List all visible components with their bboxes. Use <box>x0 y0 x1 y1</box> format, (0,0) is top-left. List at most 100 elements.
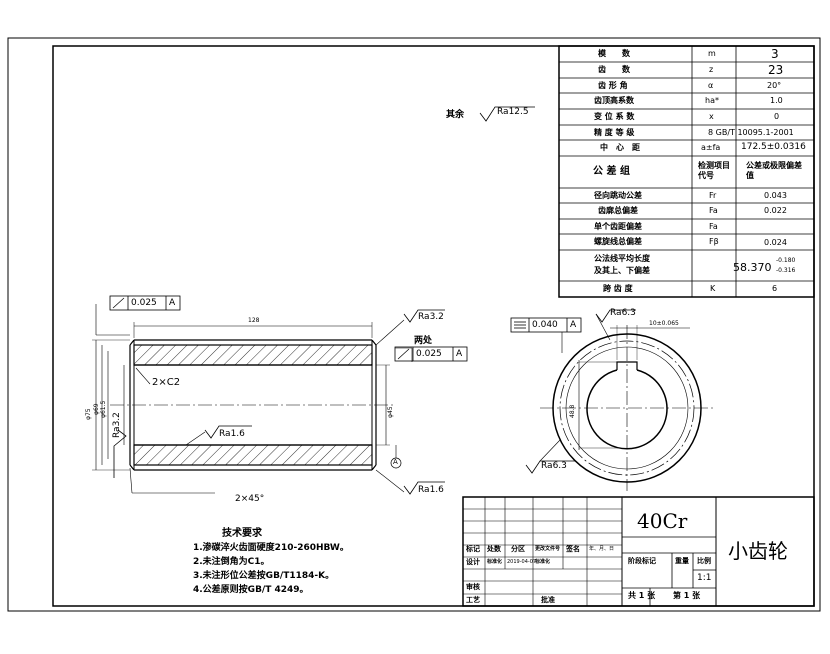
datum-a-label: A <box>393 458 398 466</box>
roughness-outer-top: Ra3.2 <box>418 312 444 322</box>
span-value: 58.370 <box>733 261 772 274</box>
param-symbol: m <box>708 49 716 58</box>
tolerance-frames <box>109 295 582 362</box>
span-lower-deviation: -0.316 <box>776 267 796 274</box>
tolerance-group-header: 公 差 组 <box>593 166 630 177</box>
param-name: 齿 数 <box>598 65 630 74</box>
tb-process-label: 工艺 <box>466 596 480 604</box>
runout-left-value: 0.025 <box>131 298 157 308</box>
tolerance-value: 0.043 <box>764 191 787 200</box>
param-name: 中 心 距 <box>600 143 640 152</box>
length-dimension: 128 <box>248 317 260 324</box>
tolerance-symbol: Fβ <box>709 237 719 246</box>
side-view <box>539 313 714 491</box>
tolerance-name: 螺旋线总偏差 <box>594 237 642 246</box>
tb-label-change-doc: 更改文件号 <box>535 546 561 552</box>
tolerance-name: 径向跳动公差 <box>594 191 642 200</box>
runout-left-datum: A <box>169 298 176 308</box>
tech-req-item: 2.未注倒角为C1。 <box>193 557 270 567</box>
tolerance-name: 单个齿距偏差 <box>594 222 642 231</box>
tb-label-mark: 标记 <box>466 545 480 553</box>
tb-scale-value: 1:1 <box>697 573 712 583</box>
param-value: 3 <box>771 47 779 61</box>
roughness-other-label: 其余 <box>446 110 465 120</box>
param-value: 1.0 <box>770 96 783 105</box>
parallel-tolerance-datum: A <box>570 320 577 330</box>
outer-chamfer-label: 2×45° <box>235 494 265 504</box>
tb-standardization: 标准化 <box>535 559 551 565</box>
tech-req-item: 3.未注形位公差按GB/T1184-K。 <box>193 571 335 581</box>
param-symbol: a±fa <box>701 143 721 152</box>
tolerance-symbol: Fa <box>709 206 718 215</box>
tb-design-extra: 标准化 <box>487 559 503 565</box>
param-name: 齿顶高系数 <box>594 96 634 105</box>
roughness-outer-bottom: Ra1.6 <box>418 485 444 495</box>
tolerance-symbol: Fr <box>709 191 717 200</box>
title-block <box>462 496 815 607</box>
span-upper-deviation: -0.180 <box>776 257 796 264</box>
tb-check-label: 审核 <box>466 583 480 591</box>
teeth-span-label: 跨 齿 度 <box>603 284 633 293</box>
param-value: 20° <box>767 81 782 90</box>
param-name: 变 位 系 数 <box>594 112 635 121</box>
tb-label-sign: 签名 <box>566 545 580 553</box>
dia-outer-dimension: φ75 <box>85 408 92 420</box>
inner-border <box>52 45 815 607</box>
tb-scale-label: 比例 <box>697 557 711 565</box>
tb-design-label: 设计 <box>466 558 480 566</box>
tb-approve-label: 批准 <box>541 596 555 604</box>
runout-right-datum: A <box>456 349 463 359</box>
param-name: 模 数 <box>598 49 630 58</box>
param-symbol: x <box>709 112 714 121</box>
tech-req-title: 技术要求 <box>222 528 262 539</box>
param-name: 齿 形 角 <box>598 81 628 90</box>
param-value: 0 <box>774 112 780 121</box>
two-places-label: 两处 <box>414 336 433 346</box>
roughness-other-value: Ra12.5 <box>497 107 529 117</box>
roughness-symbols <box>113 106 636 495</box>
runout-right-value: 0.025 <box>416 349 442 359</box>
teeth-span-value: 6 <box>772 284 778 293</box>
dia-bore-dimension: φ45 <box>387 406 394 418</box>
outer-border <box>7 37 821 612</box>
tb-design-date: 2019-04-07 <box>507 559 537 565</box>
parallel-tolerance-value: 0.040 <box>532 320 558 330</box>
part-name: 小齿轮 <box>728 539 788 563</box>
material-label: 40Cr <box>637 509 688 533</box>
tb-weight-label: 重量 <box>675 557 689 565</box>
span-label-line2: 及其上、下偏差 <box>594 266 650 275</box>
roughness-bore: Ra1.6 <box>219 429 245 439</box>
roughness-left: Ra3.2 <box>112 412 122 438</box>
tolerance-symbol: Fa <box>709 222 718 231</box>
roughness-side-top: Ra6.3 <box>610 308 636 318</box>
gear-parameter-table <box>558 45 815 298</box>
tb-sheet-number: 第 1 张 <box>673 591 701 600</box>
span-label-line1: 公法线平均长度 <box>594 254 650 263</box>
tech-req-item: 1.渗碳淬火齿面硬度210-260HBW。 <box>193 543 349 553</box>
roughness-side-bottom: Ra6.3 <box>541 461 567 471</box>
keyway-depth-dimension: 48.8 <box>569 404 576 418</box>
param-symbol: α <box>708 81 714 90</box>
inner-chamfer-label: 2×C2 <box>152 377 181 388</box>
tb-label-zone: 分区 <box>511 545 525 553</box>
tb-label-date: 年、月、日 <box>589 546 615 552</box>
tolerance-value-header: 公差或极限偏差值 <box>746 161 802 180</box>
keyway-width-dimension: 10±0.065 <box>649 320 679 327</box>
param-value: 172.5±0.0316 <box>741 142 806 152</box>
param-symbol: z <box>709 65 714 74</box>
tb-label-count: 处数 <box>487 545 501 553</box>
param-value: 23 <box>768 63 784 77</box>
param-name: 精 度 等 级 <box>594 128 635 137</box>
param-value: 8 GB/T 10095.1-2001 <box>708 128 794 137</box>
front-sectional-view <box>92 304 413 494</box>
tolerance-value: 0.024 <box>764 238 787 247</box>
tb-sheet-total: 共 1 张 <box>628 591 656 600</box>
dia-root-dimension: φ61.5 <box>100 400 107 418</box>
tech-req-item: 4.公差原则按GB/T 4249。 <box>193 585 309 595</box>
tb-stage-label: 阶段标记 <box>628 557 656 565</box>
tolerance-name: 齿廓总偏差 <box>598 206 638 215</box>
param-symbol: ha* <box>705 96 719 105</box>
teeth-span-symbol: K <box>710 284 716 293</box>
